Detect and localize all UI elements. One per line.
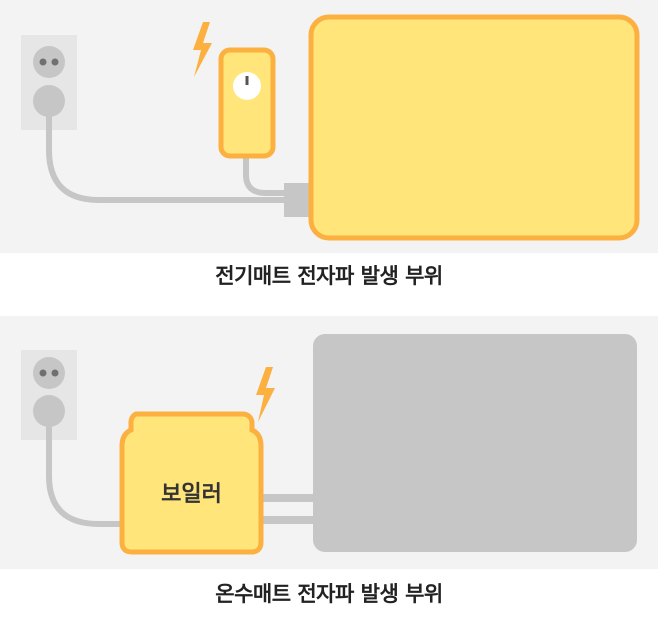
electric-mat-illustration — [21, 14, 640, 241]
hot-water-mat-caption: 온수매트 전자파 발생 부위 — [215, 582, 443, 606]
power-cable — [46, 411, 126, 527]
hot-water-mat-illustration — [21, 334, 637, 555]
hot-water-mat-diagram — [0, 316, 658, 569]
electric-mat-caption: 전기매트 전자파 발생 부위 — [215, 264, 443, 288]
temperature-controller — [218, 47, 276, 159]
water-hose-upper — [258, 494, 318, 502]
electric-mat-diagram — [0, 0, 658, 253]
lightning-icon — [193, 22, 212, 77]
water-hose-lower — [258, 516, 318, 524]
hot-water-mat — [313, 334, 637, 552]
lightning-icon — [256, 367, 275, 422]
electric-mat — [308, 14, 640, 241]
boiler-unit — [119, 411, 264, 555]
dial-knob-icon — [233, 72, 261, 100]
boiler-label: 보일러 — [161, 482, 222, 507]
controller-cable — [243, 155, 292, 196]
power-cable — [46, 101, 292, 203]
